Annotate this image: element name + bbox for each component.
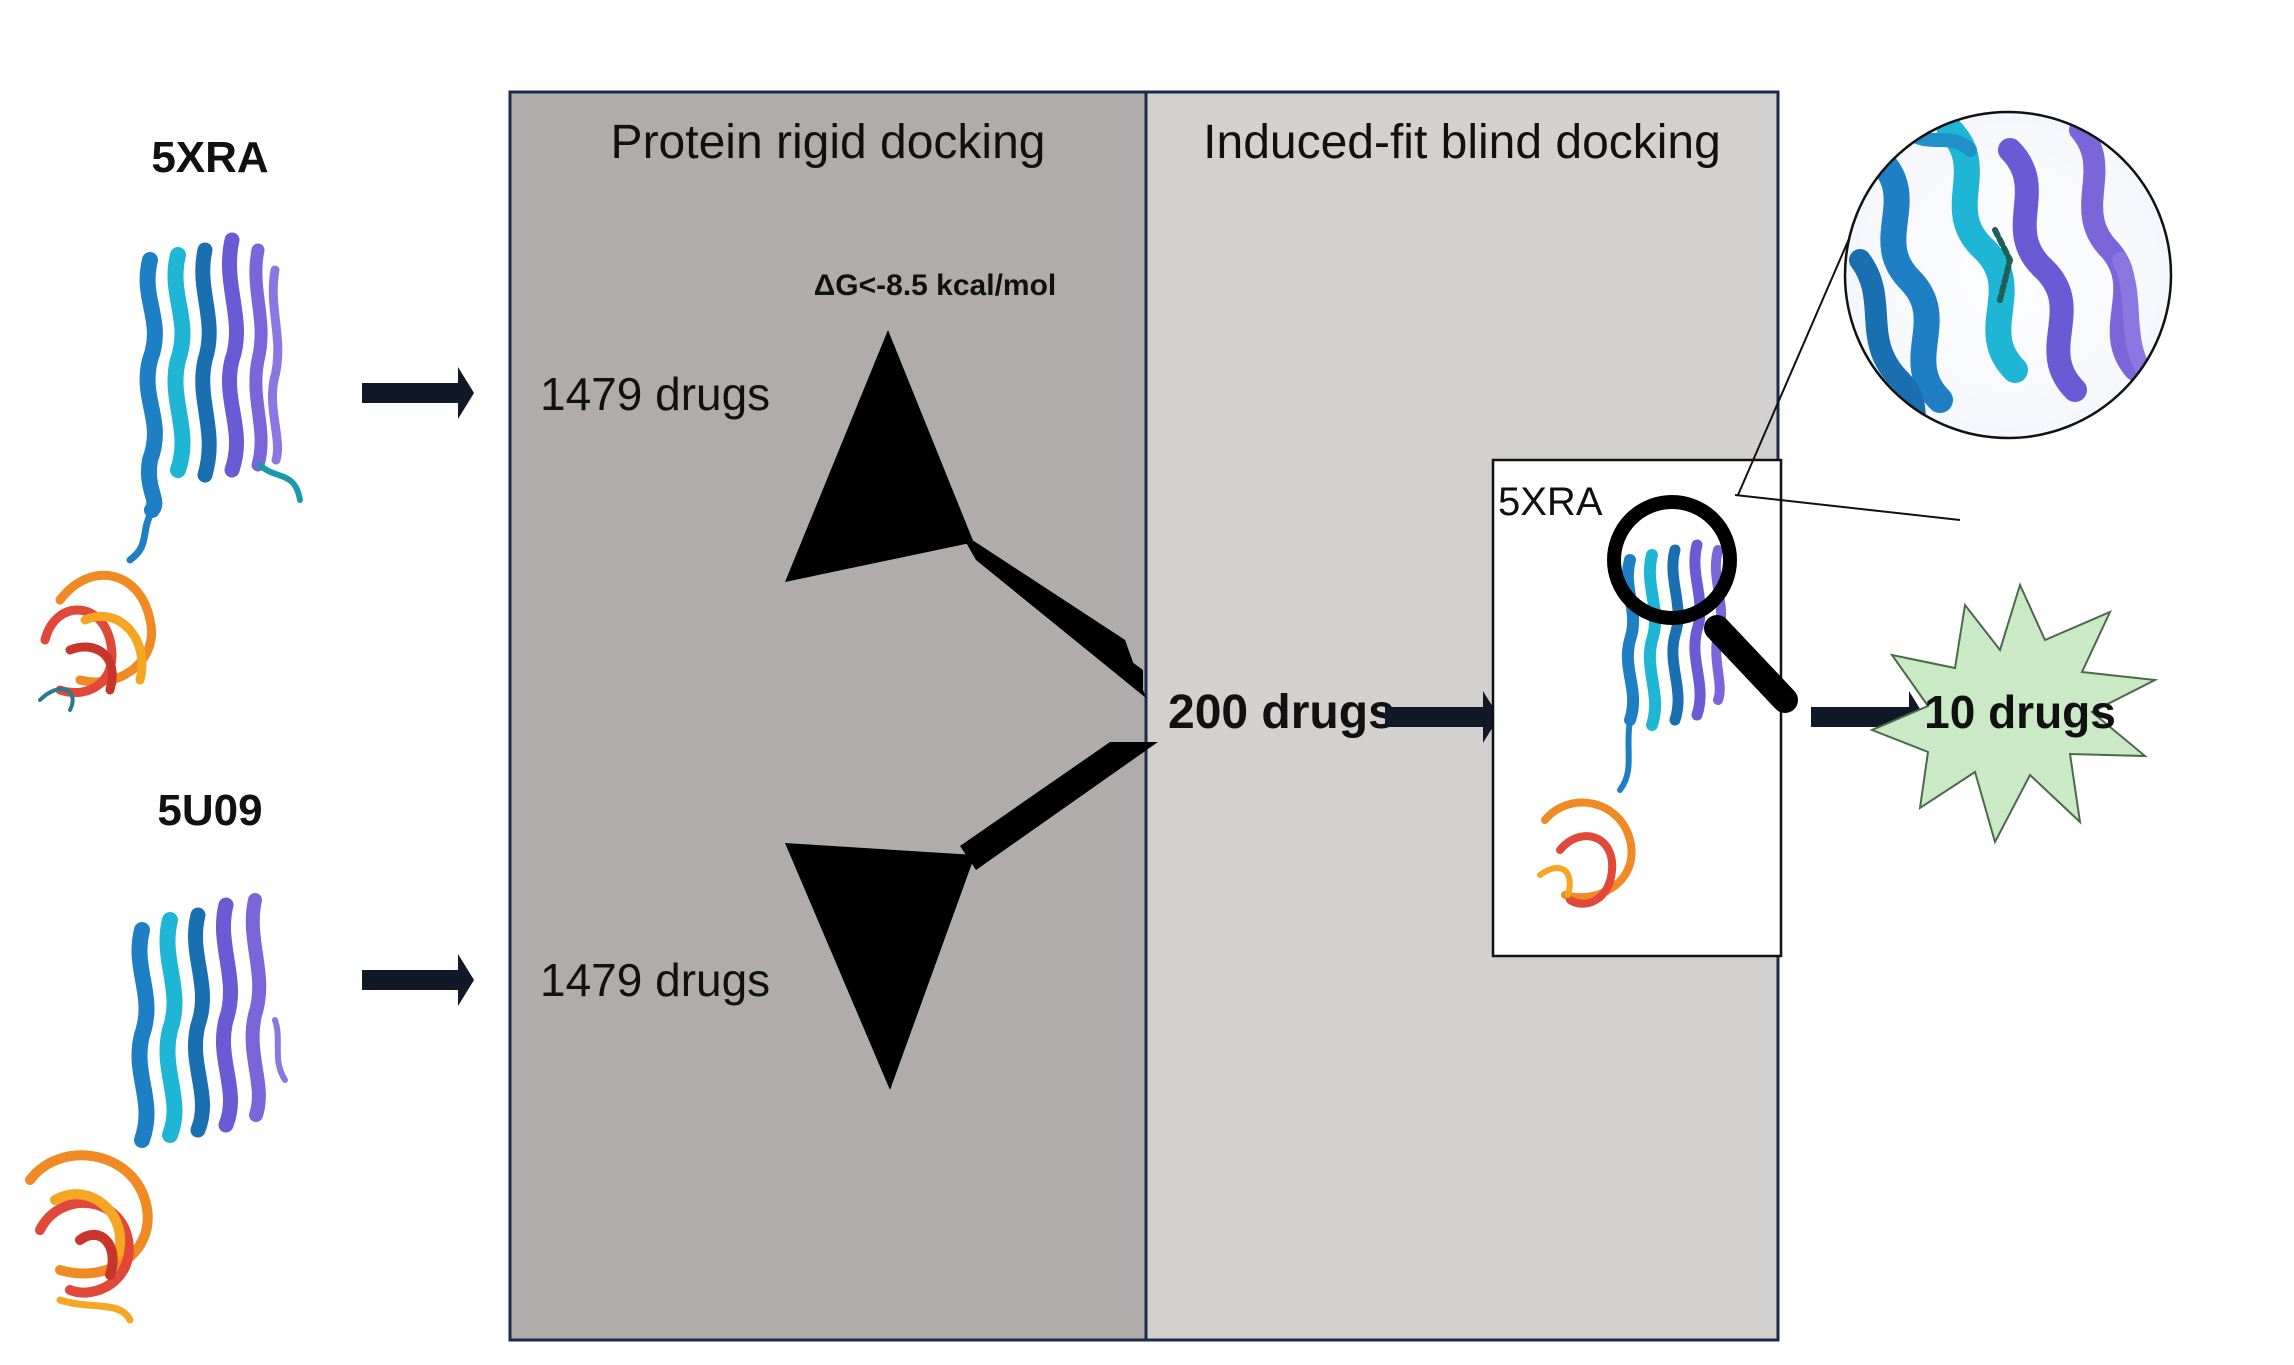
protein-structure-5xra (38, 232, 303, 712)
inset-structure-label: 5XRA (1498, 480, 1603, 524)
input-count-5xra: 1479 drugs (540, 368, 770, 420)
protein-structure-5u09 (25, 893, 288, 1324)
intermediate-drug-count: 200 drugs (1168, 686, 1395, 739)
zoom-line-lower (1734, 494, 1961, 521)
upper-funnel-stem (960, 532, 1146, 698)
rigid-docking-panel (508, 90, 1148, 1342)
rigid-docking-title: Protein rigid docking (611, 116, 1046, 169)
zoom-line-upper (1737, 194, 1869, 496)
zoomed-binding-site (1843, 110, 2173, 440)
arrow-5xra-to-rigid (362, 367, 474, 419)
protein-label-5xra: 5XRA (151, 133, 268, 182)
lower-funnel-stem (960, 742, 1158, 870)
final-drug-count: 10 drugs (1924, 686, 2116, 738)
arrow-to-inset (1385, 691, 1499, 743)
protein-label-5u09: 5U09 (157, 786, 262, 835)
arrow-5u09-to-rigid (362, 954, 474, 1006)
lower-funnel-shape (785, 843, 975, 1090)
induced-fit-title: Induced-fit blind docking (1203, 116, 1721, 169)
binding-energy-threshold: ΔG<-8.5 kcal/mol (814, 269, 1057, 302)
final-result-burst (1869, 582, 2159, 845)
input-count-5u09: 1479 drugs (540, 954, 770, 1006)
magnifier-icon (1607, 495, 1798, 713)
inset-protein-structure (1537, 539, 1727, 908)
